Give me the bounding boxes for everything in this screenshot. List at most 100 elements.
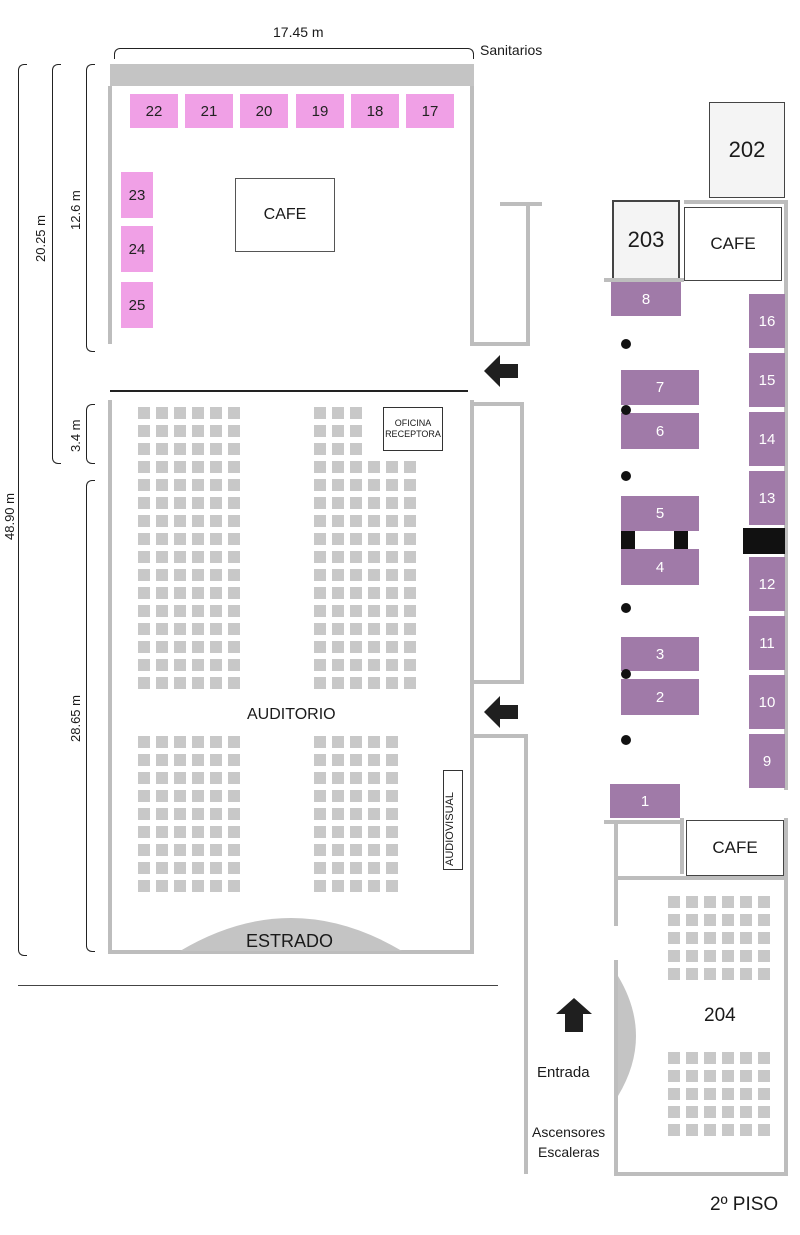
corridor-wall-lower xyxy=(524,734,528,1174)
booth-1[interactable]: 1 xyxy=(610,784,680,818)
cafe-right-bottom[interactable]: CAFE xyxy=(686,820,784,876)
seat xyxy=(332,641,344,653)
seat xyxy=(740,1088,752,1100)
seat xyxy=(332,569,344,581)
seat xyxy=(368,754,380,766)
seat xyxy=(386,880,398,892)
booth-5[interactable]: 5 xyxy=(621,496,699,531)
seat xyxy=(722,1070,734,1082)
seat xyxy=(386,605,398,617)
booth-14[interactable]: 14 xyxy=(749,412,785,466)
seat xyxy=(210,790,222,802)
seat xyxy=(192,623,204,635)
seat xyxy=(386,790,398,802)
seat xyxy=(314,407,326,419)
seat xyxy=(210,623,222,635)
booth-18[interactable]: 18 xyxy=(351,94,399,128)
seat xyxy=(138,551,150,563)
arrow-left-icon xyxy=(484,696,518,728)
seat xyxy=(314,772,326,784)
booth-3[interactable]: 3 xyxy=(621,637,699,671)
seat xyxy=(156,551,168,563)
seat xyxy=(404,551,416,563)
seat xyxy=(350,443,362,455)
seat xyxy=(228,790,240,802)
booth-4[interactable]: 4 xyxy=(621,549,699,585)
audiovisual-label: AUDIOVISUAL xyxy=(444,792,456,866)
seat xyxy=(192,425,204,437)
seat xyxy=(758,914,770,926)
seat xyxy=(228,425,240,437)
seat xyxy=(386,515,398,527)
seat xyxy=(192,880,204,892)
seat xyxy=(138,659,150,671)
seat xyxy=(350,515,362,527)
cafe-main[interactable]: CAFE xyxy=(235,178,335,252)
seat xyxy=(368,623,380,635)
booth-25[interactable]: 25 xyxy=(121,282,153,328)
booth-17[interactable]: 17 xyxy=(406,94,454,128)
seat xyxy=(314,605,326,617)
seat xyxy=(314,497,326,509)
seat xyxy=(228,659,240,671)
column-dot xyxy=(621,603,631,613)
corridor-wall-upper xyxy=(526,204,530,346)
booth-24[interactable]: 24 xyxy=(121,226,153,272)
total-height-label: 48.90 m xyxy=(2,493,17,540)
seat xyxy=(350,790,362,802)
seat xyxy=(758,1052,770,1064)
seat xyxy=(138,641,150,653)
seat xyxy=(368,515,380,527)
seat xyxy=(722,896,734,908)
booth-9[interactable]: 9 xyxy=(749,734,785,788)
booth-20[interactable]: 20 xyxy=(240,94,288,128)
seat xyxy=(350,623,362,635)
right-wing-inner-wall-bottom xyxy=(604,820,684,824)
booth-22[interactable]: 22 xyxy=(130,94,178,128)
oficina-receptora[interactable]: OFICINA RECEPTORA xyxy=(383,407,443,451)
booth-10[interactable]: 10 xyxy=(749,675,785,729)
booth-2[interactable]: 2 xyxy=(621,679,699,715)
seat xyxy=(740,1124,752,1136)
room-202[interactable]: 202 xyxy=(709,102,785,198)
booth-8[interactable]: 8 xyxy=(611,282,681,316)
booth-12[interactable]: 12 xyxy=(749,557,785,611)
seat xyxy=(156,515,168,527)
booth-21[interactable]: 21 xyxy=(185,94,233,128)
seat xyxy=(228,587,240,599)
seat xyxy=(332,533,344,545)
booth-15[interactable]: 15 xyxy=(749,353,785,407)
seat xyxy=(368,605,380,617)
seat xyxy=(668,1124,680,1136)
seat xyxy=(314,844,326,856)
seat xyxy=(404,605,416,617)
audiovisual-box[interactable] xyxy=(443,770,463,870)
seat xyxy=(314,461,326,473)
seat xyxy=(350,533,362,545)
seat xyxy=(156,605,168,617)
seat xyxy=(210,479,222,491)
seat xyxy=(192,533,204,545)
room-203[interactable]: 203 xyxy=(612,200,680,280)
seat xyxy=(192,844,204,856)
booth-11[interactable]: 11 xyxy=(749,616,785,670)
seat xyxy=(210,569,222,581)
seat xyxy=(228,754,240,766)
booth-23[interactable]: 23 xyxy=(121,172,153,218)
seat xyxy=(174,862,186,874)
cafe-right-top[interactable]: CAFE xyxy=(684,207,782,281)
booth-16[interactable]: 16 xyxy=(749,294,785,348)
seat xyxy=(686,1052,698,1064)
seat xyxy=(332,497,344,509)
booth-7[interactable]: 7 xyxy=(621,370,699,405)
seat xyxy=(350,407,362,419)
seat xyxy=(332,407,344,419)
seat xyxy=(192,790,204,802)
seat xyxy=(192,772,204,784)
seat xyxy=(156,569,168,581)
booth-13[interactable]: 13 xyxy=(749,471,785,525)
booth-19[interactable]: 19 xyxy=(296,94,344,128)
oficina-line2: RECEPTORA xyxy=(385,429,441,439)
seat xyxy=(350,425,362,437)
booth-6[interactable]: 6 xyxy=(621,413,699,449)
